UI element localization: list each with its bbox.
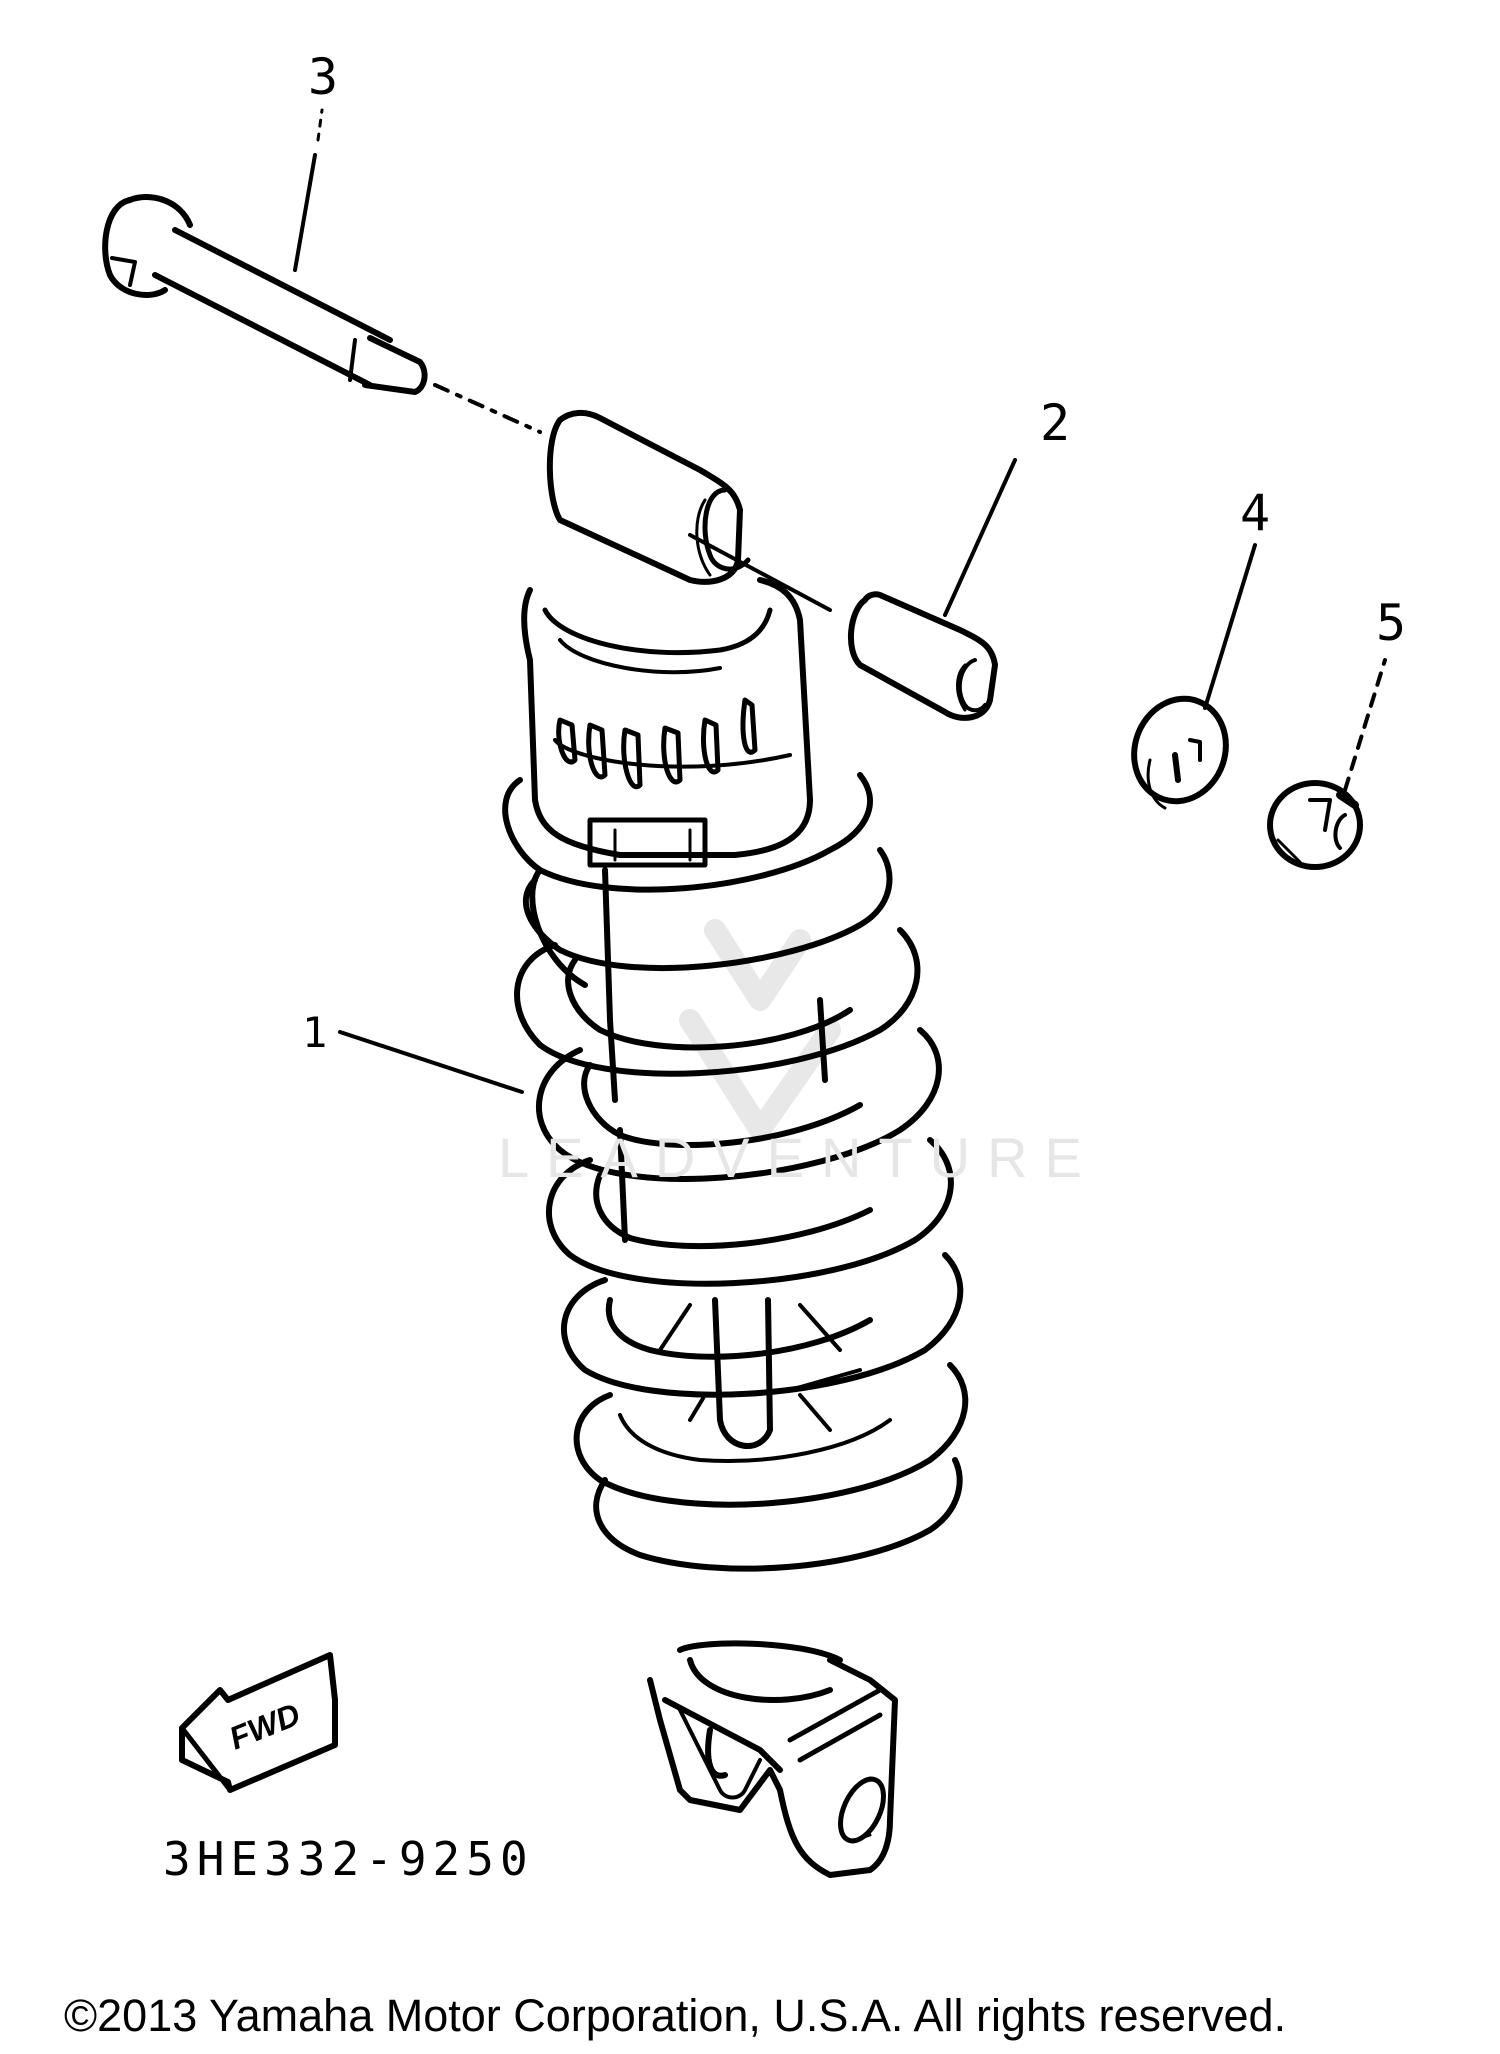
part-code: 3HE332-9250 bbox=[163, 1832, 534, 1886]
damper-body bbox=[602, 867, 862, 1449]
callout-3: 3 bbox=[308, 48, 339, 106]
callout-1: 1 bbox=[302, 1008, 328, 1057]
bottom-clevis-mount bbox=[647, 1640, 898, 1878]
forward-arrow-icon: FWD bbox=[179, 1652, 338, 1793]
shock-top-body bbox=[521, 577, 813, 868]
bolt-part-3 bbox=[102, 108, 428, 395]
leader-line-1 bbox=[338, 1030, 524, 1094]
svg-text:FWD: FWD bbox=[224, 1696, 305, 1757]
callout-2: 2 bbox=[1040, 394, 1071, 452]
callout-5: 5 bbox=[1376, 594, 1407, 652]
copyright-footer: ©2013 Yamaha Motor Corporation, U.S.A. A… bbox=[64, 1990, 1287, 2041]
nut-part-5 bbox=[1267, 658, 1387, 870]
washer-part-4 bbox=[1131, 543, 1257, 810]
callout-4: 4 bbox=[1240, 484, 1271, 542]
collar-part-2 bbox=[847, 458, 1017, 721]
shock-top-eye bbox=[546, 410, 751, 585]
watermark-text: LEADVENTURE bbox=[498, 1126, 1099, 1189]
watermark-logo-icon bbox=[679, 919, 841, 1141]
coil-spring bbox=[502, 772, 969, 1572]
